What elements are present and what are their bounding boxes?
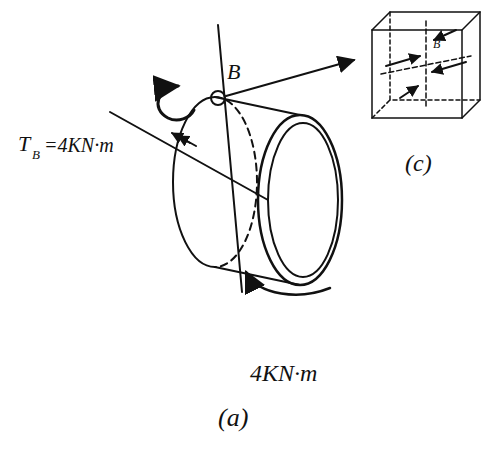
shaft-end-right [268,123,338,277]
figure-label: (c) [405,150,432,176]
shaft-axis [110,112,268,200]
torque-subscript: B [32,148,40,162]
shaft-edge [215,97,300,115]
torque-arrow [158,86,194,120]
shaft-end-left [173,97,215,267]
shaft-end-right [258,115,342,285]
point-marker [211,91,225,105]
torque-symbol: T [18,132,30,156]
shaft-end-hidden [215,97,257,267]
stress-element [372,12,480,118]
torque-value: =4KN·m [44,134,114,156]
direction-arrow [226,60,354,96]
torque-arrow [246,272,330,295]
figure-label: (a) [218,404,248,433]
torque-vector [172,133,190,143]
torque-value: 4KN·m [250,360,317,386]
point-label: B [433,38,440,51]
point-label: B [227,60,240,84]
